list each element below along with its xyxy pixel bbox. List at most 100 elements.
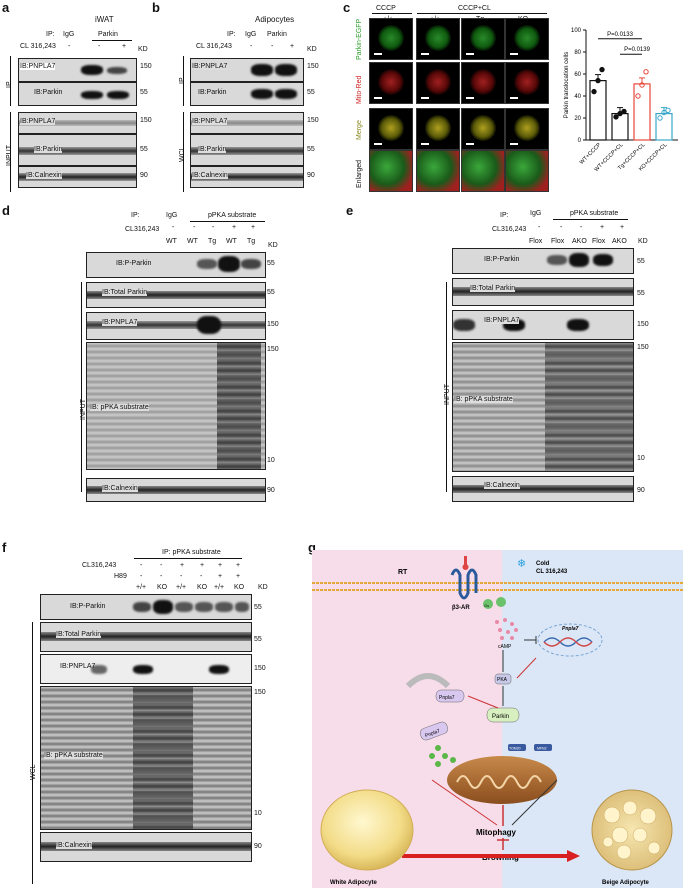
section-input: INPUT	[444, 384, 451, 405]
white-adipocyte-icon	[320, 789, 414, 871]
row-enlarged: Enlarged	[356, 159, 363, 188]
kd-label: KD	[307, 46, 317, 53]
marker: 150	[637, 344, 649, 351]
panel-label-a: a	[2, 0, 10, 15]
p-value-annotation: P=0.0133	[607, 32, 634, 38]
data-point	[621, 108, 627, 115]
ib-label: IB:PNPLA7	[192, 63, 228, 70]
h89-lane: -	[140, 573, 143, 580]
tom20-protein-icon: TOM20	[508, 744, 526, 751]
cl-lane: -	[560, 224, 563, 231]
beige-adipocyte-label: Beige Adipocyte	[602, 880, 649, 886]
ib-label: IB:Total Parkin	[102, 289, 148, 296]
y-tick-label: 100	[571, 28, 582, 34]
ib-label: IB:Parkin	[198, 89, 227, 96]
micrograph-tile	[369, 18, 413, 60]
row-mito-red: Mito-Red	[356, 75, 363, 104]
mitophagy-label: Mitophagy	[476, 828, 517, 837]
cl-lane: +	[218, 562, 223, 569]
micrograph-tile	[416, 62, 460, 104]
cl-lane: -	[172, 224, 175, 231]
genotype: +/+	[136, 584, 147, 591]
marker: 10	[254, 810, 262, 817]
ib-label: IB:Parkin	[34, 89, 63, 96]
ib-label: IB:P-Parkin	[70, 603, 106, 610]
cold-label: Cold	[536, 561, 550, 567]
blot-e-ppka-substrate	[452, 342, 634, 472]
genotype: KO	[157, 584, 168, 591]
blot-d-pnpla7	[86, 312, 266, 340]
genotype: Flox	[551, 238, 565, 245]
genotype: WT	[166, 238, 177, 245]
marker: 55	[140, 89, 148, 96]
micrograph-tile	[461, 150, 505, 192]
ib-label: IB:Calnexin	[56, 842, 92, 849]
blot-a-ip-parkin	[18, 82, 137, 106]
cl-label: CL 316,243	[20, 43, 56, 50]
kd-label: KD	[268, 242, 278, 249]
ib-label: IB: pPKA substrate	[454, 396, 513, 403]
bar	[633, 83, 651, 141]
lane-1: -	[250, 43, 253, 50]
ib-label: IB:PNPLA7	[484, 317, 520, 324]
blot-a-ip-pnpla7	[18, 58, 137, 82]
marker: 90	[140, 172, 148, 179]
blot-e-total-parkin	[452, 278, 634, 306]
row-parkin-egfp: Parkin-EGFP	[356, 18, 363, 60]
y-axis-label: Parkin translocation cells	[564, 52, 570, 118]
ip-igg: IgG	[245, 31, 257, 38]
ip-sub: pPKA substrate	[208, 212, 257, 219]
cl-lane: +	[180, 562, 185, 569]
micrograph-tile	[505, 62, 549, 104]
genotype: AKO	[572, 238, 587, 245]
data-point	[617, 110, 623, 117]
cl-lane: +	[232, 224, 237, 231]
marker: 55	[637, 258, 645, 265]
marker: 55	[267, 289, 275, 296]
marker: 55	[307, 146, 315, 153]
data-point	[643, 69, 649, 75]
y-tick-label: 20	[574, 116, 581, 122]
tom20-label: TOM20	[509, 747, 521, 751]
y-tick-label: 0	[578, 138, 582, 144]
ip-parkin: Parkin	[98, 31, 118, 38]
section-ip: IP	[6, 81, 13, 88]
cl-lane: -	[140, 562, 143, 569]
pka-label: PKA	[497, 677, 508, 683]
ib-label: IB:Calnexin	[484, 482, 520, 489]
section-wcl: WCL	[30, 764, 37, 780]
ib-label: IB:P-Parkin	[116, 260, 152, 267]
micrograph-tile	[369, 150, 413, 192]
genotype: AKO	[612, 238, 627, 245]
micrograph-tile	[461, 108, 505, 150]
marker: 10	[637, 455, 645, 462]
white-adipocyte-label: White Adipocyte	[330, 880, 377, 886]
h89-lane: +	[236, 573, 241, 580]
cl-lane: +	[236, 562, 241, 569]
ib-label: IB:PNPLA7	[192, 118, 228, 125]
micrograph-tile	[369, 108, 413, 150]
marker: 150	[254, 689, 266, 696]
ib-label: IB: pPKA substrate	[44, 752, 103, 759]
h89-lane: +	[218, 573, 223, 580]
marker: 90	[307, 172, 315, 179]
marker: 55	[254, 604, 262, 611]
marker: 90	[254, 843, 262, 850]
micrograph-tile	[416, 108, 460, 150]
panel-label-g: g	[308, 540, 316, 555]
y-tick-label: 80	[574, 50, 581, 56]
cl-label: CL316,243	[82, 562, 117, 569]
blot-d-p-parkin	[86, 252, 266, 278]
pnpla7-gene-label: Pnpla7	[562, 626, 579, 632]
micrograph-tile	[416, 18, 460, 60]
cl-lane: +	[600, 224, 605, 231]
ib-label: IB:Parkin	[34, 146, 63, 153]
lane-1: -	[68, 43, 71, 50]
marker: 55	[140, 146, 148, 153]
lane-2: -	[271, 43, 274, 50]
pnpla7-mito-label: Pnpla7	[424, 728, 441, 739]
data-point	[665, 107, 671, 114]
data-point	[661, 109, 667, 116]
ib-label: IB:Total Parkin	[56, 631, 102, 638]
